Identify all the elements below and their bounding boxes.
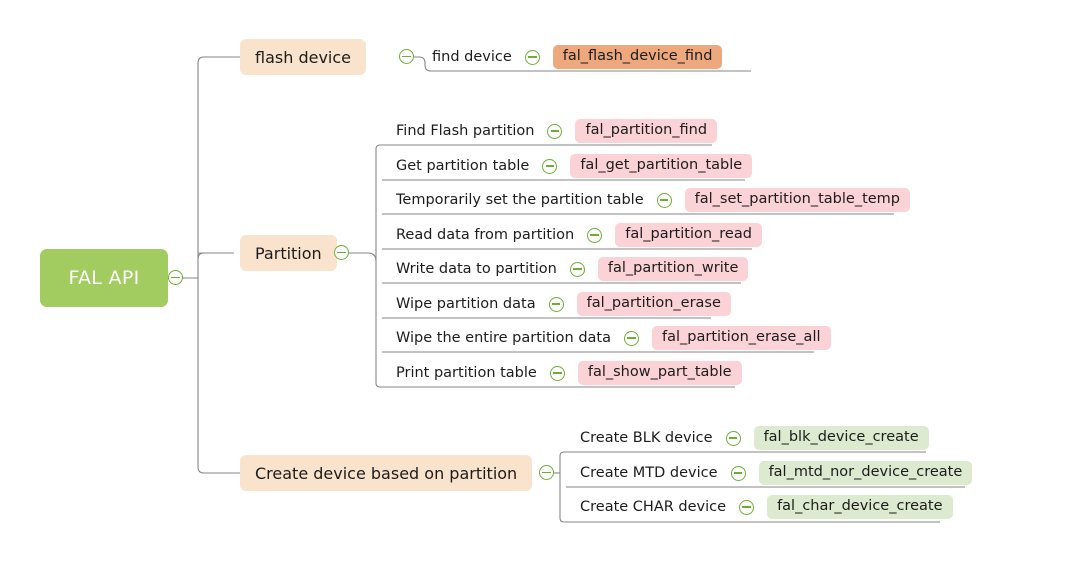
leaf-row-partition-erase-all[interactable]: Wipe the entire partition data fal_parti… <box>396 324 831 352</box>
topic-partition[interactable]: Partition <box>240 235 337 271</box>
leaf-label: Get partition table <box>396 158 530 174</box>
minus-circle-icon[interactable] <box>542 158 558 174</box>
collapse-toggle-partition[interactable] <box>334 245 349 260</box>
leaf-label: Temporarily set the partition table <box>396 192 644 208</box>
minus-circle-icon[interactable] <box>587 227 603 243</box>
minus-circle-icon[interactable] <box>548 296 564 312</box>
minus-circle-icon[interactable] <box>547 123 563 139</box>
api-badge: fal_blk_device_create <box>753 426 929 450</box>
minus-circle-icon <box>168 270 183 285</box>
root-collapse-toggle[interactable] <box>168 270 183 285</box>
leaf-label: Write data to partition <box>396 261 557 277</box>
api-badge: fal_partition_erase <box>576 292 731 316</box>
leaf-row-get-partition-table[interactable]: Get partition table fal_get_partition_ta… <box>396 152 753 180</box>
leaf-row-blk-device-create[interactable]: Create BLK device fal_blk_device_create <box>580 424 929 452</box>
leaf-row-set-partition-table-temp[interactable]: Temporarily set the partition table fal_… <box>396 186 911 214</box>
leaf-row-char-device-create[interactable]: Create CHAR device fal_char_device_creat… <box>580 493 953 521</box>
leaf-row-show-part-table[interactable]: Print partition table fal_show_part_tabl… <box>396 359 742 387</box>
topic-label: flash device <box>255 47 351 67</box>
api-badge: fal_get_partition_table <box>570 154 753 178</box>
leaf-row-partition-write[interactable]: Write data to partition fal_partition_wr… <box>396 255 749 283</box>
leaf-label: find device <box>432 49 512 65</box>
leaf-label: Create MTD device <box>580 465 718 481</box>
api-badge: fal_mtd_nor_device_create <box>758 461 973 485</box>
root-label: FAL API <box>68 267 140 289</box>
leaf-label: Print partition table <box>396 365 537 381</box>
leaf-label: Read data from partition <box>396 227 575 243</box>
minus-circle-icon[interactable] <box>725 430 741 446</box>
minus-circle-icon <box>539 465 554 480</box>
minus-circle-icon[interactable] <box>624 330 639 346</box>
api-badge: fal_flash_device_find <box>552 45 723 69</box>
leaf-label: Wipe the entire partition data <box>396 330 611 346</box>
collapse-toggle-flash-device[interactable] <box>399 49 414 64</box>
api-badge: fal_char_device_create <box>767 495 953 519</box>
topic-create-device[interactable]: Create device based on partition <box>240 455 533 491</box>
topic-flash-device[interactable]: flash device <box>240 39 366 75</box>
api-badge: fal_show_part_table <box>577 361 742 385</box>
minus-circle-icon <box>399 49 414 64</box>
topic-label: Create device based on partition <box>255 463 518 483</box>
leaf-label: Find Flash partition <box>396 123 535 139</box>
leaf-label: Wipe partition data <box>396 296 536 312</box>
minus-circle-icon[interactable] <box>739 499 755 515</box>
leaf-row-find-device[interactable]: find device fal_flash_device_find <box>432 43 723 71</box>
api-badge: fal_partition_write <box>597 257 749 281</box>
leaf-row-partition-find[interactable]: Find Flash partition fal_partition_find <box>396 117 718 145</box>
collapse-toggle-create-device[interactable] <box>539 465 554 480</box>
minus-circle-icon[interactable] <box>569 261 585 277</box>
topic-label: Partition <box>255 243 322 263</box>
leaf-row-partition-erase[interactable]: Wipe partition data fal_partition_erase <box>396 290 731 318</box>
api-badge: fal_set_partition_table_temp <box>684 188 911 212</box>
minus-circle-icon[interactable] <box>524 49 540 65</box>
minus-circle-icon <box>334 245 349 260</box>
minus-circle-icon[interactable] <box>730 465 746 481</box>
api-badge: fal_partition_find <box>575 119 718 143</box>
leaf-label: Create BLK device <box>580 430 713 446</box>
api-badge: fal_partition_erase_all <box>652 326 831 350</box>
minus-circle-icon[interactable] <box>656 192 672 208</box>
minus-circle-icon[interactable] <box>549 365 565 381</box>
root-node[interactable]: FAL API <box>40 249 168 307</box>
api-badge: fal_partition_read <box>615 223 762 247</box>
leaf-label: Create CHAR device <box>580 499 727 515</box>
leaf-row-mtd-device-create[interactable]: Create MTD device fal_mtd_nor_device_cre… <box>580 459 973 487</box>
leaf-row-partition-read[interactable]: Read data from partition fal_partition_r… <box>396 221 762 249</box>
